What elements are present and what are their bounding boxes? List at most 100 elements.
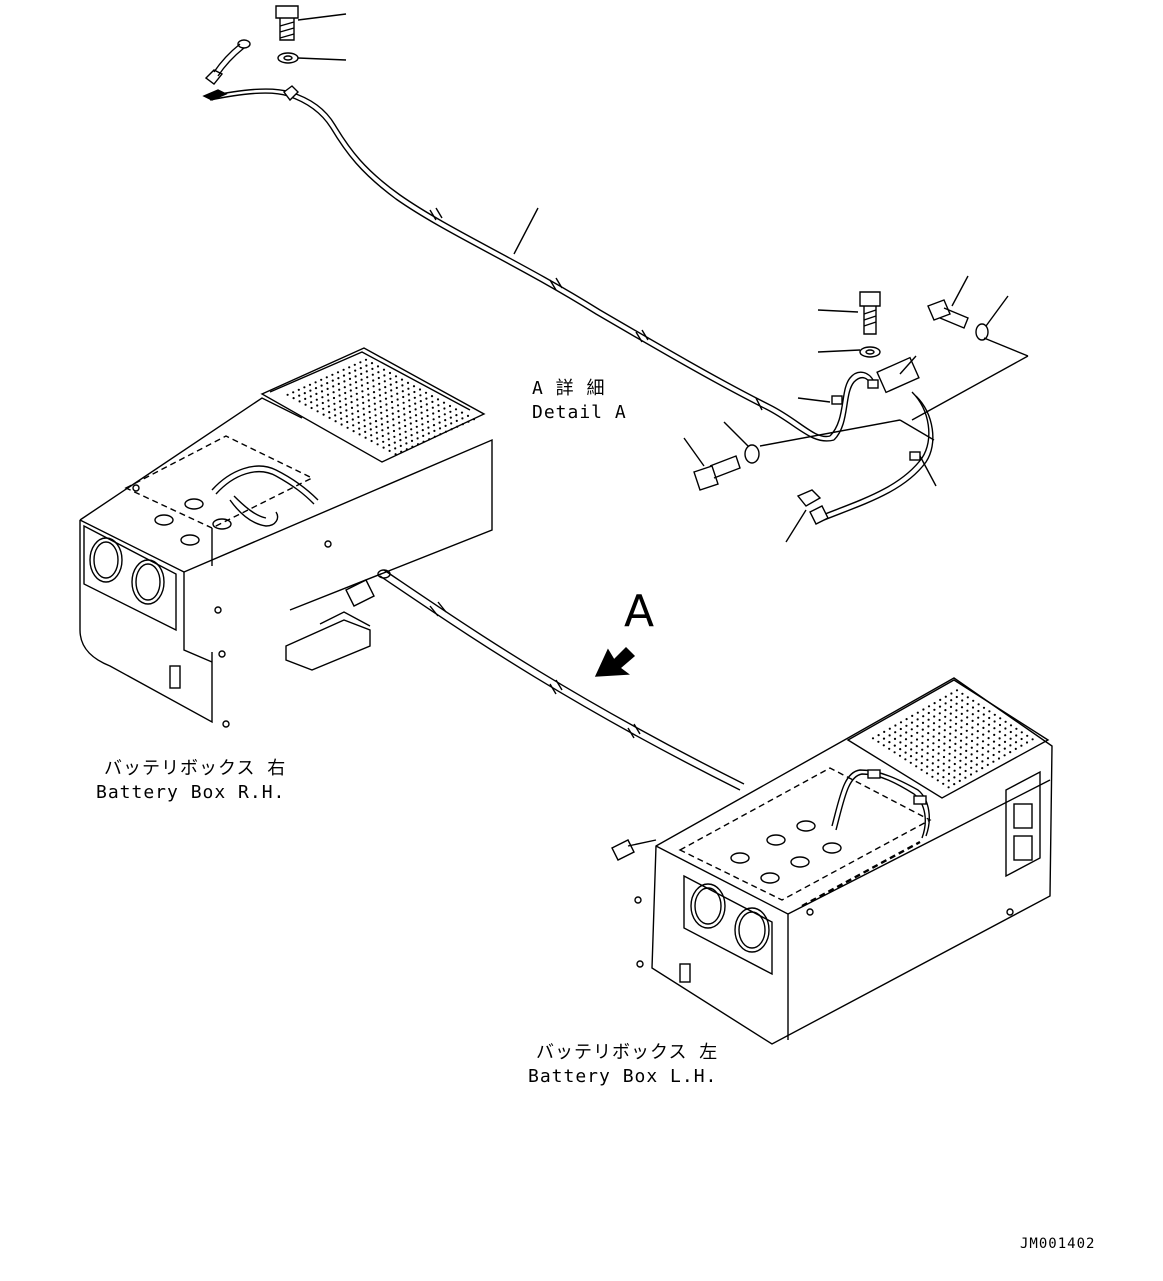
perforation-hole — [931, 775, 934, 778]
perforation-hole — [958, 773, 962, 776]
perforation-hole — [383, 380, 386, 383]
perforation-hole — [937, 752, 940, 755]
perforation-hole — [904, 751, 907, 754]
perforation-hole — [414, 402, 417, 405]
perforation-hole — [320, 384, 323, 387]
perforation-hole — [937, 759, 940, 762]
perforation-hole — [910, 741, 913, 744]
perforation-hole — [992, 747, 995, 750]
perforation-hole — [1014, 741, 1018, 744]
perforation-hole — [438, 427, 442, 430]
perforation-hole — [332, 385, 335, 388]
perforation-hole — [376, 443, 379, 446]
perforation-hole — [430, 395, 434, 398]
perforation-hole — [883, 730, 886, 734]
perforation-hole — [942, 782, 945, 785]
perforation-hole — [947, 772, 951, 776]
perforation-hole — [466, 414, 470, 417]
perforation-hole — [333, 402, 336, 405]
perforation-hole — [321, 401, 324, 405]
perforation-hole — [385, 409, 388, 412]
perforation-hole — [899, 734, 902, 737]
perforation-hole — [938, 732, 941, 735]
perforation-hole — [909, 761, 912, 764]
perforation-hole — [893, 737, 897, 741]
perforation-hole — [408, 405, 411, 408]
perforation-hole — [322, 407, 325, 410]
perforation-hole — [987, 730, 990, 733]
battery-box-lh-label-en: Battery Box L.H. — [528, 1066, 718, 1087]
perforation-hole — [362, 407, 365, 410]
perforation-hole — [948, 759, 951, 762]
perforation-hole — [416, 443, 420, 446]
perforation-hole — [413, 390, 416, 394]
perforation-hole — [904, 738, 908, 741]
perforation-hole — [943, 735, 946, 739]
perforation-hole — [331, 379, 334, 382]
perforation-hole — [386, 415, 389, 418]
perforation-hole — [403, 419, 406, 422]
perforation-hole — [331, 373, 334, 376]
perforation-hole — [428, 438, 431, 441]
perforation-hole — [971, 713, 974, 716]
perforation-hole — [932, 742, 935, 745]
perforation-hole — [1020, 744, 1023, 747]
perforation-hole — [425, 397, 428, 400]
perforation-hole — [921, 741, 924, 745]
perforation-hole — [363, 419, 366, 422]
perforation-hole — [348, 377, 352, 380]
perforation-hole — [927, 732, 930, 735]
perforation-hole — [888, 741, 891, 744]
perforation-hole — [387, 438, 390, 441]
perforation-hole — [402, 401, 405, 404]
perforation-hole — [332, 391, 335, 394]
perforation-hole — [416, 437, 419, 440]
perforation-hole — [987, 743, 990, 746]
perforation-hole — [366, 381, 369, 385]
perforation-hole — [384, 397, 388, 400]
perforation-hole — [327, 399, 330, 402]
perforation-hole — [915, 758, 918, 761]
perforation-hole — [337, 377, 340, 380]
perforation-hole — [932, 728, 935, 732]
perforation-hole — [431, 400, 434, 403]
perforation-hole — [933, 708, 936, 711]
perforation-hole — [916, 725, 919, 728]
perforation-hole — [437, 409, 440, 413]
perforation-hole — [982, 720, 985, 723]
perforation-hole — [976, 723, 980, 726]
perforation-hole — [412, 385, 416, 388]
perforation-hole — [959, 766, 962, 769]
perforation-hole — [316, 404, 319, 407]
perforation-hole — [931, 762, 934, 765]
perforation-hole — [977, 709, 980, 713]
perforation-hole — [310, 401, 313, 404]
perforation-hole — [362, 413, 366, 416]
perforation-hole — [472, 418, 476, 421]
perforation-hole — [915, 745, 918, 748]
perforation-hole — [959, 746, 962, 749]
perforation-hole — [298, 394, 301, 397]
perforation-hole — [954, 722, 958, 725]
perforation-hole — [437, 404, 440, 407]
drawing-number: JM001402 — [1020, 1236, 1096, 1252]
perforation-hole — [309, 389, 312, 392]
perforation-hole — [958, 779, 961, 783]
perforation-hole — [309, 395, 312, 398]
perforation-hole — [993, 720, 996, 723]
perforation-hole — [400, 450, 403, 453]
perforation-hole — [960, 732, 963, 736]
perforation-hole — [373, 402, 376, 405]
perforation-hole — [970, 760, 973, 763]
perforation-hole — [382, 368, 386, 371]
perforation-hole — [976, 736, 979, 739]
perforation-hole — [987, 723, 991, 726]
perforation-hole — [909, 755, 913, 758]
perforation-hole — [986, 757, 990, 760]
perforation-hole — [402, 395, 405, 399]
perforation-hole — [893, 744, 896, 747]
perforation-hole — [326, 387, 329, 390]
perforation-hole — [955, 709, 958, 712]
perforation-hole — [426, 414, 429, 418]
perforation-hole — [420, 405, 423, 408]
